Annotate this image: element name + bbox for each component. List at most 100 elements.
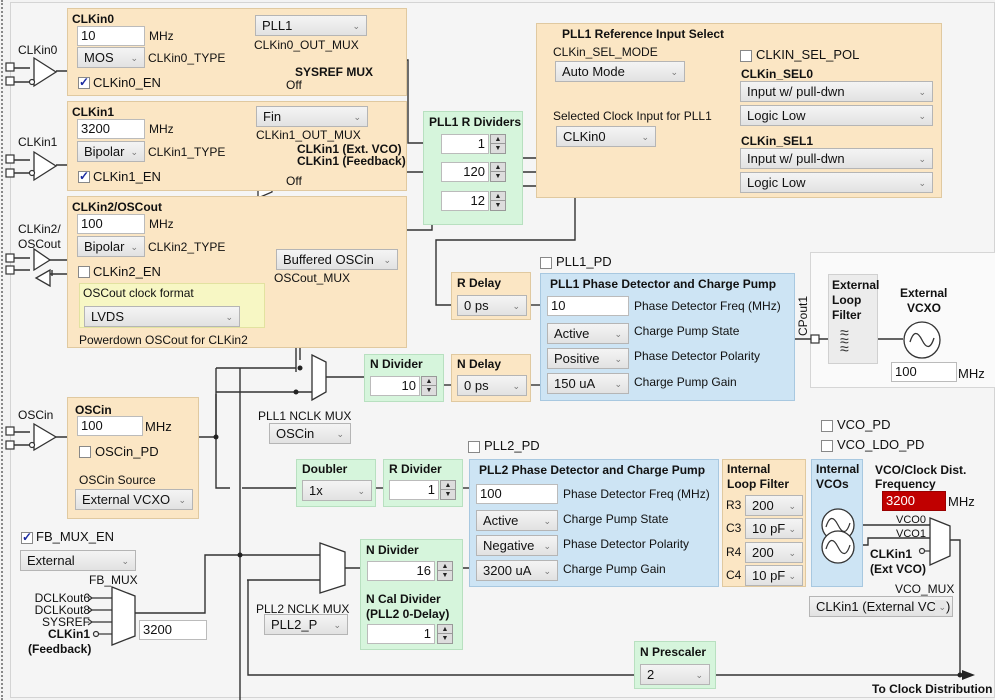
clkin2-type-label: CLKin2_TYPE xyxy=(148,240,226,254)
r-delay-select[interactable]: 0 ps⌄ xyxy=(457,295,527,316)
pll2-pd-label: PLL2_PD xyxy=(484,438,540,453)
doubler-select[interactable]: 1x⌄ xyxy=(302,480,372,501)
pll2-n-divider-input[interactable]: 16 xyxy=(367,561,435,581)
oscin-source-select[interactable]: External VCXO⌄ xyxy=(75,489,193,510)
pll2-cp-state-select[interactable]: Active⌄ xyxy=(476,510,558,531)
pll1-n-divider-stepper[interactable]: ▲▼ xyxy=(421,376,437,396)
pll1-cp-gain-select[interactable]: 150 uA⌄ xyxy=(547,373,629,394)
pll1-n-divider-input[interactable]: 10 xyxy=(370,376,420,396)
step-down-icon[interactable]: ▼ xyxy=(425,387,433,394)
clkin0-out-mux-select[interactable]: PLL1⌄ xyxy=(255,15,367,36)
pll1-r-divider-0-stepper[interactable]: ▲▼ xyxy=(490,134,506,154)
oscin-freq-input[interactable]: 100 xyxy=(77,416,143,436)
pll1-r-divider-2-stepper[interactable]: ▲▼ xyxy=(490,191,506,211)
oscin-title: OSCin xyxy=(75,403,112,417)
step-up-icon[interactable]: ▲ xyxy=(438,625,452,634)
pll1-pd-freq-input[interactable]: 10 xyxy=(547,296,629,316)
chevron-down-icon: ⌄ xyxy=(788,501,796,511)
pll1-r-divider-1-stepper[interactable]: ▲▼ xyxy=(490,162,506,182)
clkin0-en-checkbox[interactable] xyxy=(78,75,90,89)
pll2-cp-state-value: Active xyxy=(483,513,519,528)
clkin0-type-select[interactable]: MOS⌄ xyxy=(77,47,145,68)
clkin-sel-mode-select[interactable]: Auto Mode⌄ xyxy=(555,61,685,82)
loop-filter-c4-select[interactable]: 10 pF⌄ xyxy=(745,565,803,586)
step-down-icon[interactable]: ▼ xyxy=(494,173,502,180)
clkin2-en-checkbox[interactable] xyxy=(78,266,90,278)
pll1-nclk-mux-select[interactable]: OSCin⌄ xyxy=(269,423,351,444)
clkin2-title: CLKin2/OSCout xyxy=(72,200,162,214)
loop-filter-c3-select[interactable]: 10 pF⌄ xyxy=(745,518,803,539)
step-down-icon[interactable]: ▼ xyxy=(441,572,449,579)
loop-filter-title-2: Loop Filter xyxy=(727,477,789,491)
clkin0-freq-input[interactable]: 10 xyxy=(77,26,145,46)
step-up-icon[interactable]: ▲ xyxy=(491,135,505,144)
loop-filter-r3-select[interactable]: 200⌄ xyxy=(745,495,803,516)
step-down-icon[interactable]: ▼ xyxy=(494,145,502,152)
step-down-icon[interactable]: ▼ xyxy=(444,491,452,498)
step-down-icon[interactable]: ▼ xyxy=(494,202,502,209)
vco-ldo-pd-checkbox[interactable] xyxy=(821,440,833,452)
step-up-icon[interactable]: ▲ xyxy=(438,562,452,571)
step-up-icon[interactable]: ▲ xyxy=(491,192,505,201)
clkin0-out-mux-value: PLL1 xyxy=(262,18,293,33)
clkin0-pin-label: CLKin0 xyxy=(18,43,58,57)
oscout-format-select[interactable]: LVDS⌄ xyxy=(84,306,240,327)
fb-mux-en-checkbox[interactable] xyxy=(21,530,33,544)
pll2-cp-gain-select[interactable]: 3200 uA⌄ xyxy=(476,560,558,581)
pll1-pd-checkbox[interactable] xyxy=(540,257,552,269)
pll2-n-divider-title: N Divider xyxy=(366,543,419,557)
n-cal-divider-input[interactable]: 1 xyxy=(367,624,435,644)
clkin1-en-checkbox[interactable] xyxy=(78,169,90,183)
cpout1-label: CPout1 xyxy=(796,295,810,336)
step-up-icon[interactable]: ▲ xyxy=(441,481,455,490)
pll1-r-divider-2[interactable]: 12 xyxy=(441,191,489,211)
fb-mux-freq-input[interactable]: 3200 xyxy=(139,620,207,640)
oscout-mux-select[interactable]: Buffered OSCin⌄ xyxy=(276,249,398,270)
pll2-pd-polarity-select[interactable]: Negative⌄ xyxy=(476,535,558,556)
clkin1-freq-input[interactable]: 3200 xyxy=(77,119,145,139)
pll1-pd-polarity-select[interactable]: Positive⌄ xyxy=(547,348,629,369)
clkin-sel0-type-select[interactable]: Input w/ pull-dwn⌄ xyxy=(740,81,933,102)
pll2-r-divider-input[interactable]: 1 xyxy=(389,480,439,500)
vco-mux-select[interactable]: CLKin1 (External VCO)⌄ xyxy=(809,596,953,617)
oscin-pin-label: OSCin xyxy=(18,408,54,422)
clkin0-out-off: Off xyxy=(286,78,302,92)
selected-input-select[interactable]: CLKin0⌄ xyxy=(556,126,656,147)
pll2-r-divider-stepper[interactable]: ▲▼ xyxy=(440,480,456,500)
clkin1-out-ext-vco: CLKin1 (Ext. VCO) xyxy=(297,142,402,156)
step-up-icon[interactable]: ▲ xyxy=(422,377,436,386)
pll1-r-divider-1[interactable]: 120 xyxy=(441,162,489,182)
clkin-sel0-level-select[interactable]: Logic Low⌄ xyxy=(740,105,933,126)
vco-pd-checkbox[interactable] xyxy=(821,420,833,432)
clkin-sel1-level-select[interactable]: Logic Low⌄ xyxy=(740,172,933,193)
step-up-icon[interactable]: ▲ xyxy=(491,163,505,172)
clkin2-unit: MHz xyxy=(149,217,174,231)
vcxo-freq-input[interactable]: 100 xyxy=(891,362,957,382)
pll2-n-divider-stepper[interactable]: ▲▼ xyxy=(437,561,453,581)
clkin2-type-select[interactable]: Bipolar⌄ xyxy=(77,236,145,257)
n-prescaler-select[interactable]: 2⌄ xyxy=(640,664,710,685)
fb-mux-select[interactable]: External⌄ xyxy=(20,550,136,571)
vco-freq-input[interactable]: 3200 xyxy=(882,491,946,511)
clkin-sel1-type-select[interactable]: Input w/ pull-dwn⌄ xyxy=(740,148,933,169)
oscin-pd-checkbox[interactable] xyxy=(79,446,91,458)
pll2-pd-freq-input[interactable]: 100 xyxy=(476,484,558,504)
clkin1-out-mux-select[interactable]: Fin⌄ xyxy=(256,106,368,127)
pll2-pd-checkbox[interactable] xyxy=(468,441,480,453)
clkin2-type-value: Bipolar xyxy=(84,239,125,254)
loop-filter-r4-select[interactable]: 200⌄ xyxy=(745,542,803,563)
n-cal-divider-stepper[interactable]: ▲▼ xyxy=(437,624,453,644)
clkin-sel-pol-checkbox[interactable] xyxy=(740,50,752,62)
pll1-r-divider-0[interactable]: 1 xyxy=(441,134,489,154)
r-delay-title: R Delay xyxy=(457,276,502,290)
pll2-nclk-mux-select[interactable]: PLL2_P⌄ xyxy=(264,614,348,635)
n-delay-select[interactable]: 0 ps⌄ xyxy=(457,375,527,396)
ext-vcxo-label-1: External xyxy=(900,286,948,300)
clkin2-freq-input[interactable]: 100 xyxy=(77,214,145,234)
pll1-cp-state-select[interactable]: Active⌄ xyxy=(547,323,629,344)
clkin1-type-select[interactable]: Bipolar⌄ xyxy=(77,141,145,162)
step-down-icon[interactable]: ▼ xyxy=(441,635,449,642)
pll2-pd-cp-title: PLL2 Phase Detector and Charge Pump xyxy=(479,463,706,477)
chevron-down-icon: ⌄ xyxy=(614,379,622,389)
pll2-pd-polarity-label: Phase Detector Polarity xyxy=(563,537,690,551)
